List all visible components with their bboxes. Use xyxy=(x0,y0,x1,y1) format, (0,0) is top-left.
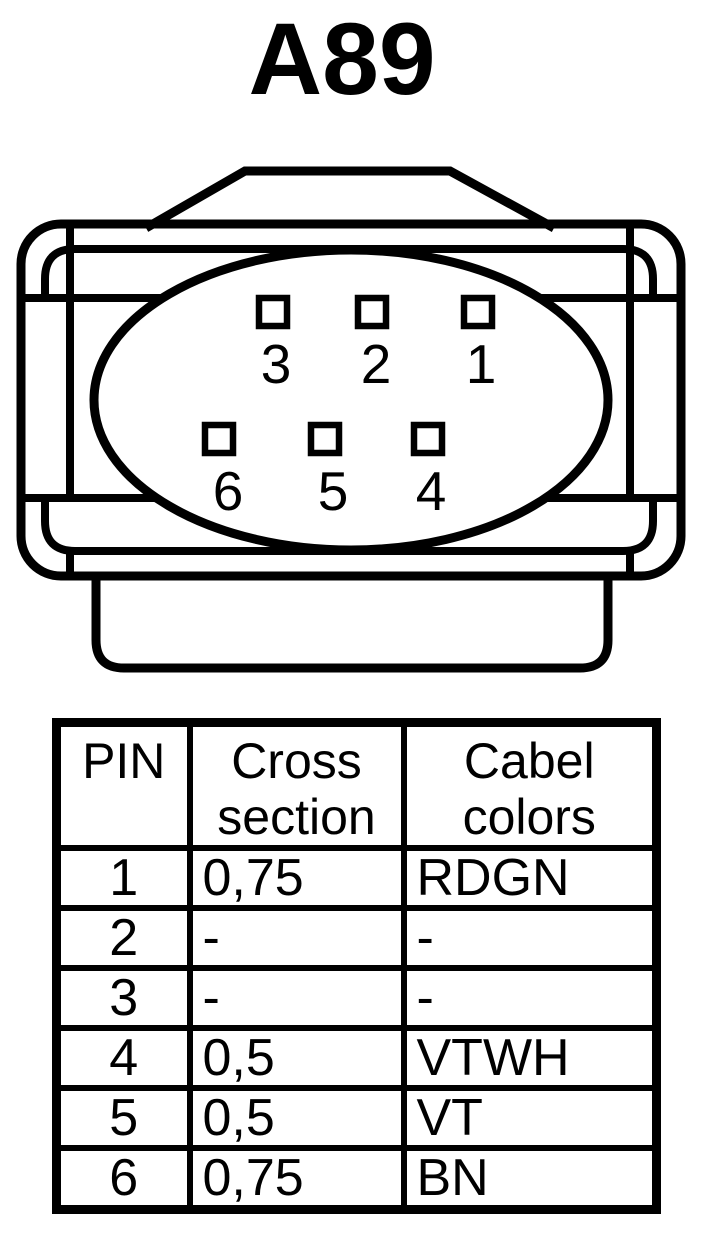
cell-cross-section: 0,75 xyxy=(186,845,407,911)
pin-cavity-2 xyxy=(354,294,390,330)
table-row: 2 - - xyxy=(53,905,660,971)
cell-cable-color: - xyxy=(400,905,660,971)
table-row: 6 0,75 BN xyxy=(53,1145,660,1213)
cell-cable-color: VT xyxy=(400,1085,660,1151)
pin-label-5: 5 xyxy=(318,460,349,522)
connector-face-diagram: 3 2 1 6 5 4 xyxy=(16,166,686,673)
seal-ellipse xyxy=(89,245,613,555)
pin-label-2: 2 xyxy=(361,333,392,395)
pin-label-3: 3 xyxy=(261,333,292,395)
col-header-cross-section: Cross section xyxy=(186,719,407,851)
pin-cavity-1 xyxy=(460,294,496,330)
connector-title: A89 xyxy=(248,2,436,116)
table-row: 1 0,75 RDGN xyxy=(53,845,660,911)
cell-cross-section: - xyxy=(186,965,407,1031)
pin-cavity-6 xyxy=(201,421,237,457)
header-line: colors xyxy=(462,789,596,845)
header-line: Cross xyxy=(231,733,362,789)
header-line: Cabel xyxy=(463,733,595,789)
cell-cable-color: BN xyxy=(400,1145,660,1213)
pin-label-1: 1 xyxy=(466,333,497,395)
housing-outer-outline xyxy=(16,219,686,581)
cell-pin: 6 xyxy=(53,1145,193,1213)
cell-cross-section: - xyxy=(186,905,407,971)
cell-cross-section: 0,5 xyxy=(186,1085,407,1151)
pin-cavity-4 xyxy=(410,421,446,457)
locking-tab-outline xyxy=(143,166,557,232)
table-row: 5 0,5 VT xyxy=(53,1085,660,1151)
cell-pin: 4 xyxy=(53,1025,193,1091)
header-line: section xyxy=(217,789,376,845)
cavity-top-outline xyxy=(41,245,657,300)
cell-cable-color: - xyxy=(400,965,660,1031)
cell-cross-section: 0,75 xyxy=(186,1145,407,1213)
header-row: PIN Cross section Cabel colors xyxy=(53,719,660,851)
cell-cable-color: VTWH xyxy=(400,1025,660,1091)
cell-pin: 3 xyxy=(53,965,193,1031)
table-row: 4 0,5 VTWH xyxy=(53,1025,660,1091)
cell-pin: 2 xyxy=(53,905,193,971)
cell-pin: 5 xyxy=(53,1085,193,1151)
pin-table: PIN Cross section Cabel colors 1 0,75 RD… xyxy=(52,718,661,1214)
pin-cavity-3 xyxy=(255,294,291,330)
cavity-bottom-outline xyxy=(41,496,657,555)
col-header-pin: PIN xyxy=(53,719,193,851)
table-row: 3 - - xyxy=(53,965,660,1031)
col-header-cable-colors: Cabel colors xyxy=(400,719,660,851)
pin-label-6: 6 xyxy=(213,460,244,522)
pin-label-4: 4 xyxy=(416,460,447,522)
pin-cavity-5 xyxy=(307,421,343,457)
rear-tail-outline xyxy=(91,576,613,673)
header-line: PIN xyxy=(82,733,166,789)
cell-cable-color: RDGN xyxy=(400,845,660,911)
cell-pin: 1 xyxy=(53,845,193,911)
cell-cross-section: 0,5 xyxy=(186,1025,407,1091)
